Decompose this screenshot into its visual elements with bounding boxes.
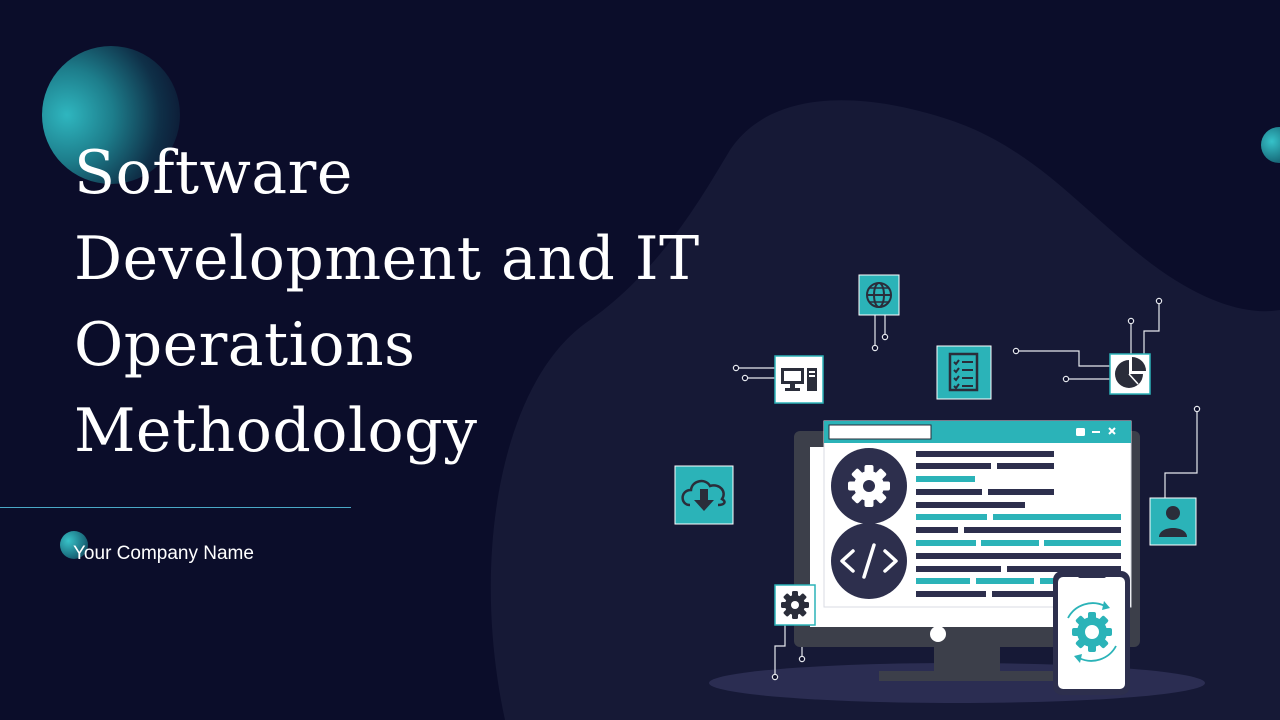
pie-chart-icon (1109, 353, 1151, 395)
sync-gear-icon (1067, 601, 1117, 663)
browser-window (823, 420, 1132, 608)
title-line-2: Development and IT (74, 224, 700, 294)
checklist-icon (936, 345, 992, 400)
title-line-4: Methodology (74, 396, 478, 466)
smartphone (1053, 571, 1130, 695)
gear-icon (774, 584, 816, 626)
decorative-circle-small (60, 531, 88, 559)
code-icon (831, 523, 907, 599)
settings-gear-icon (831, 448, 907, 524)
desktop-computer-icon (774, 355, 824, 404)
title-divider-line (0, 507, 351, 508)
globe-icon (858, 274, 900, 316)
title-line-3: Operations (74, 310, 416, 380)
window-controls (1076, 427, 1116, 436)
user-icon (1149, 497, 1197, 546)
decorative-circle-large (42, 46, 180, 184)
decorative-circle-right (1261, 127, 1280, 163)
slide-title: Software Development and IT Operations M… (74, 130, 734, 474)
circuit-lines (736, 302, 1198, 676)
title-line-1: Software (74, 138, 353, 208)
circuit-nodes (732, 297, 1201, 681)
cloud-download-icon (674, 465, 734, 525)
company-name: Your Company Name (73, 543, 254, 564)
